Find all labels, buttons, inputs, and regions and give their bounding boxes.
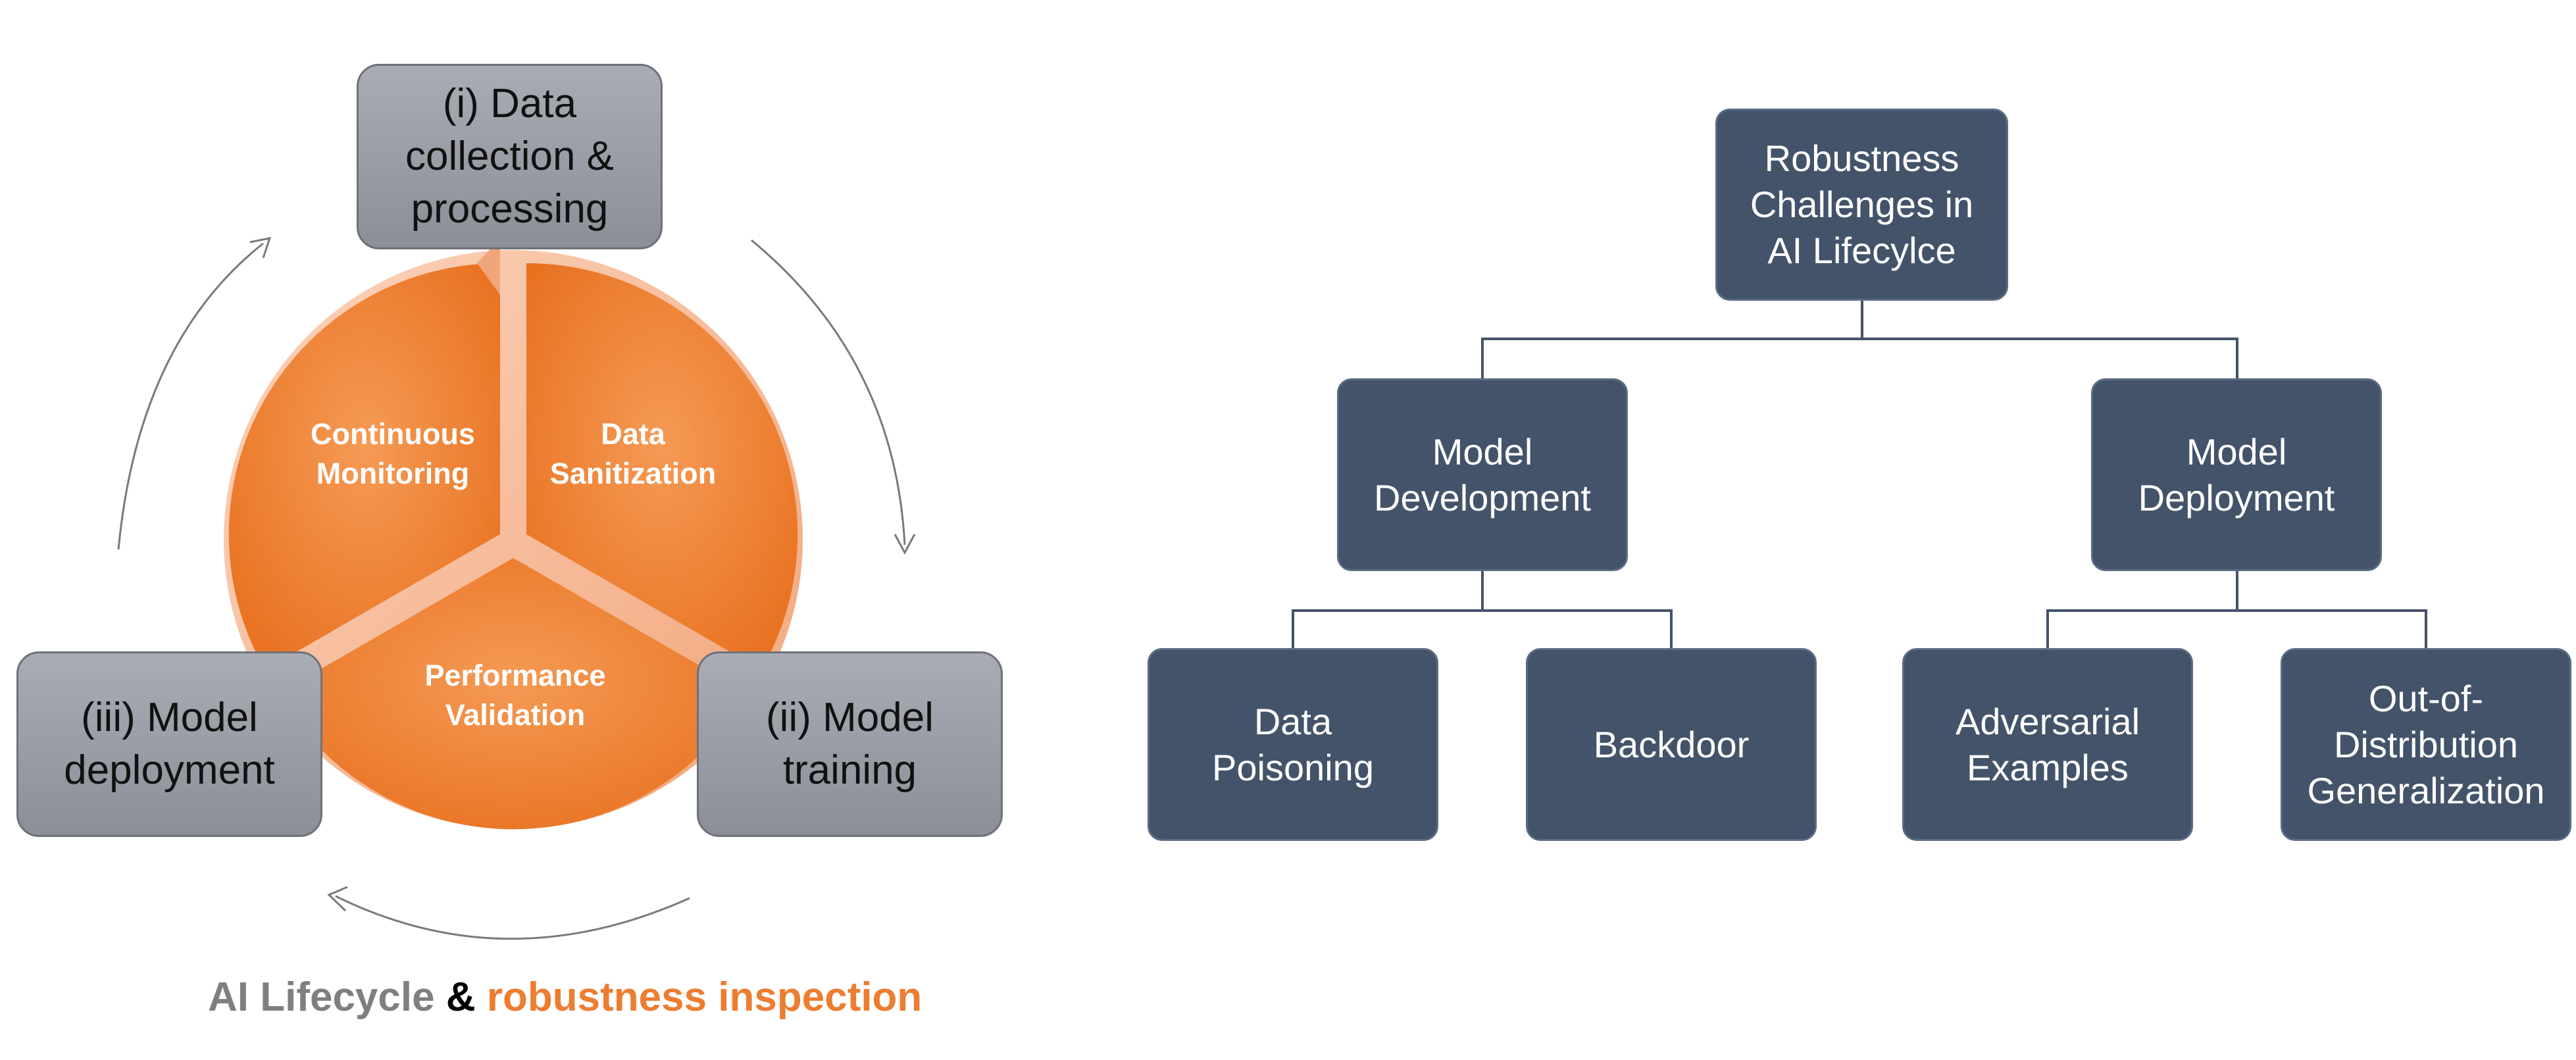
- stage-data-collection: (i) Data collection & processing: [357, 64, 663, 249]
- caption-robustness-inspection: robustness inspection: [486, 974, 922, 1020]
- tree-node-ood-generalization: Out-of- Distribution Generalization: [2281, 648, 2571, 841]
- wheel-segment-performance-validation: [278, 558, 748, 830]
- lifecycle-caption: AI Lifecycle & robustness inspection: [208, 974, 932, 1021]
- caption-ai-lifecycle: AI Lifecycle: [208, 974, 435, 1020]
- tree-node-model-deployment: Model Deployment: [2091, 378, 2382, 571]
- wheel-segment-continuous-monitoring: [228, 263, 500, 670]
- ring-arrowhead-top: [477, 238, 500, 295]
- connector-root-to-branches: [1481, 299, 1863, 378]
- cycle-arrow-bottom: [335, 895, 690, 940]
- connector-dev-to-children: [1292, 571, 1484, 648]
- tree-node-data-poisoning: Data Poisoning: [1148, 648, 1438, 841]
- caption-ampersand: &: [445, 974, 476, 1020]
- segment-label-data-sanitization: Data Sanitization: [549, 417, 717, 490]
- segment-label-continuous-monitoring: Continuous Monitoring: [311, 417, 475, 490]
- cycle-arrow-top-right: [751, 239, 906, 545]
- connector-dep-to-ood: [2237, 609, 2427, 648]
- stage-model-training: (ii) Model training: [697, 651, 1003, 837]
- cycle-arrow-left: [117, 242, 264, 550]
- connector-dep-to-children: [2046, 571, 2238, 648]
- connector-root-to-right: [1862, 338, 2238, 378]
- wheel-segment-data-sanitization: [526, 263, 798, 670]
- cycle-arrowhead-bottom: [327, 886, 348, 912]
- tree-node-model-development: Model Development: [1337, 378, 1628, 571]
- tree-root-node: Robustness Challenges in AI Lifecylce: [1715, 109, 2008, 301]
- tree-node-backdoor: Backdoor: [1526, 648, 1817, 841]
- cycle-arrowhead-left: [249, 237, 272, 259]
- cycle-arrowhead-top-right: [894, 534, 916, 555]
- segment-label-performance-validation: Performance Validation: [424, 659, 606, 732]
- connector-dev-to-backdoor: [1482, 609, 1673, 648]
- stage-model-deployment: (iii) Model deployment: [16, 651, 322, 837]
- tree-connectors: [1292, 299, 2427, 648]
- tree-node-adversarial-examples: Adversarial Examples: [1902, 648, 2193, 841]
